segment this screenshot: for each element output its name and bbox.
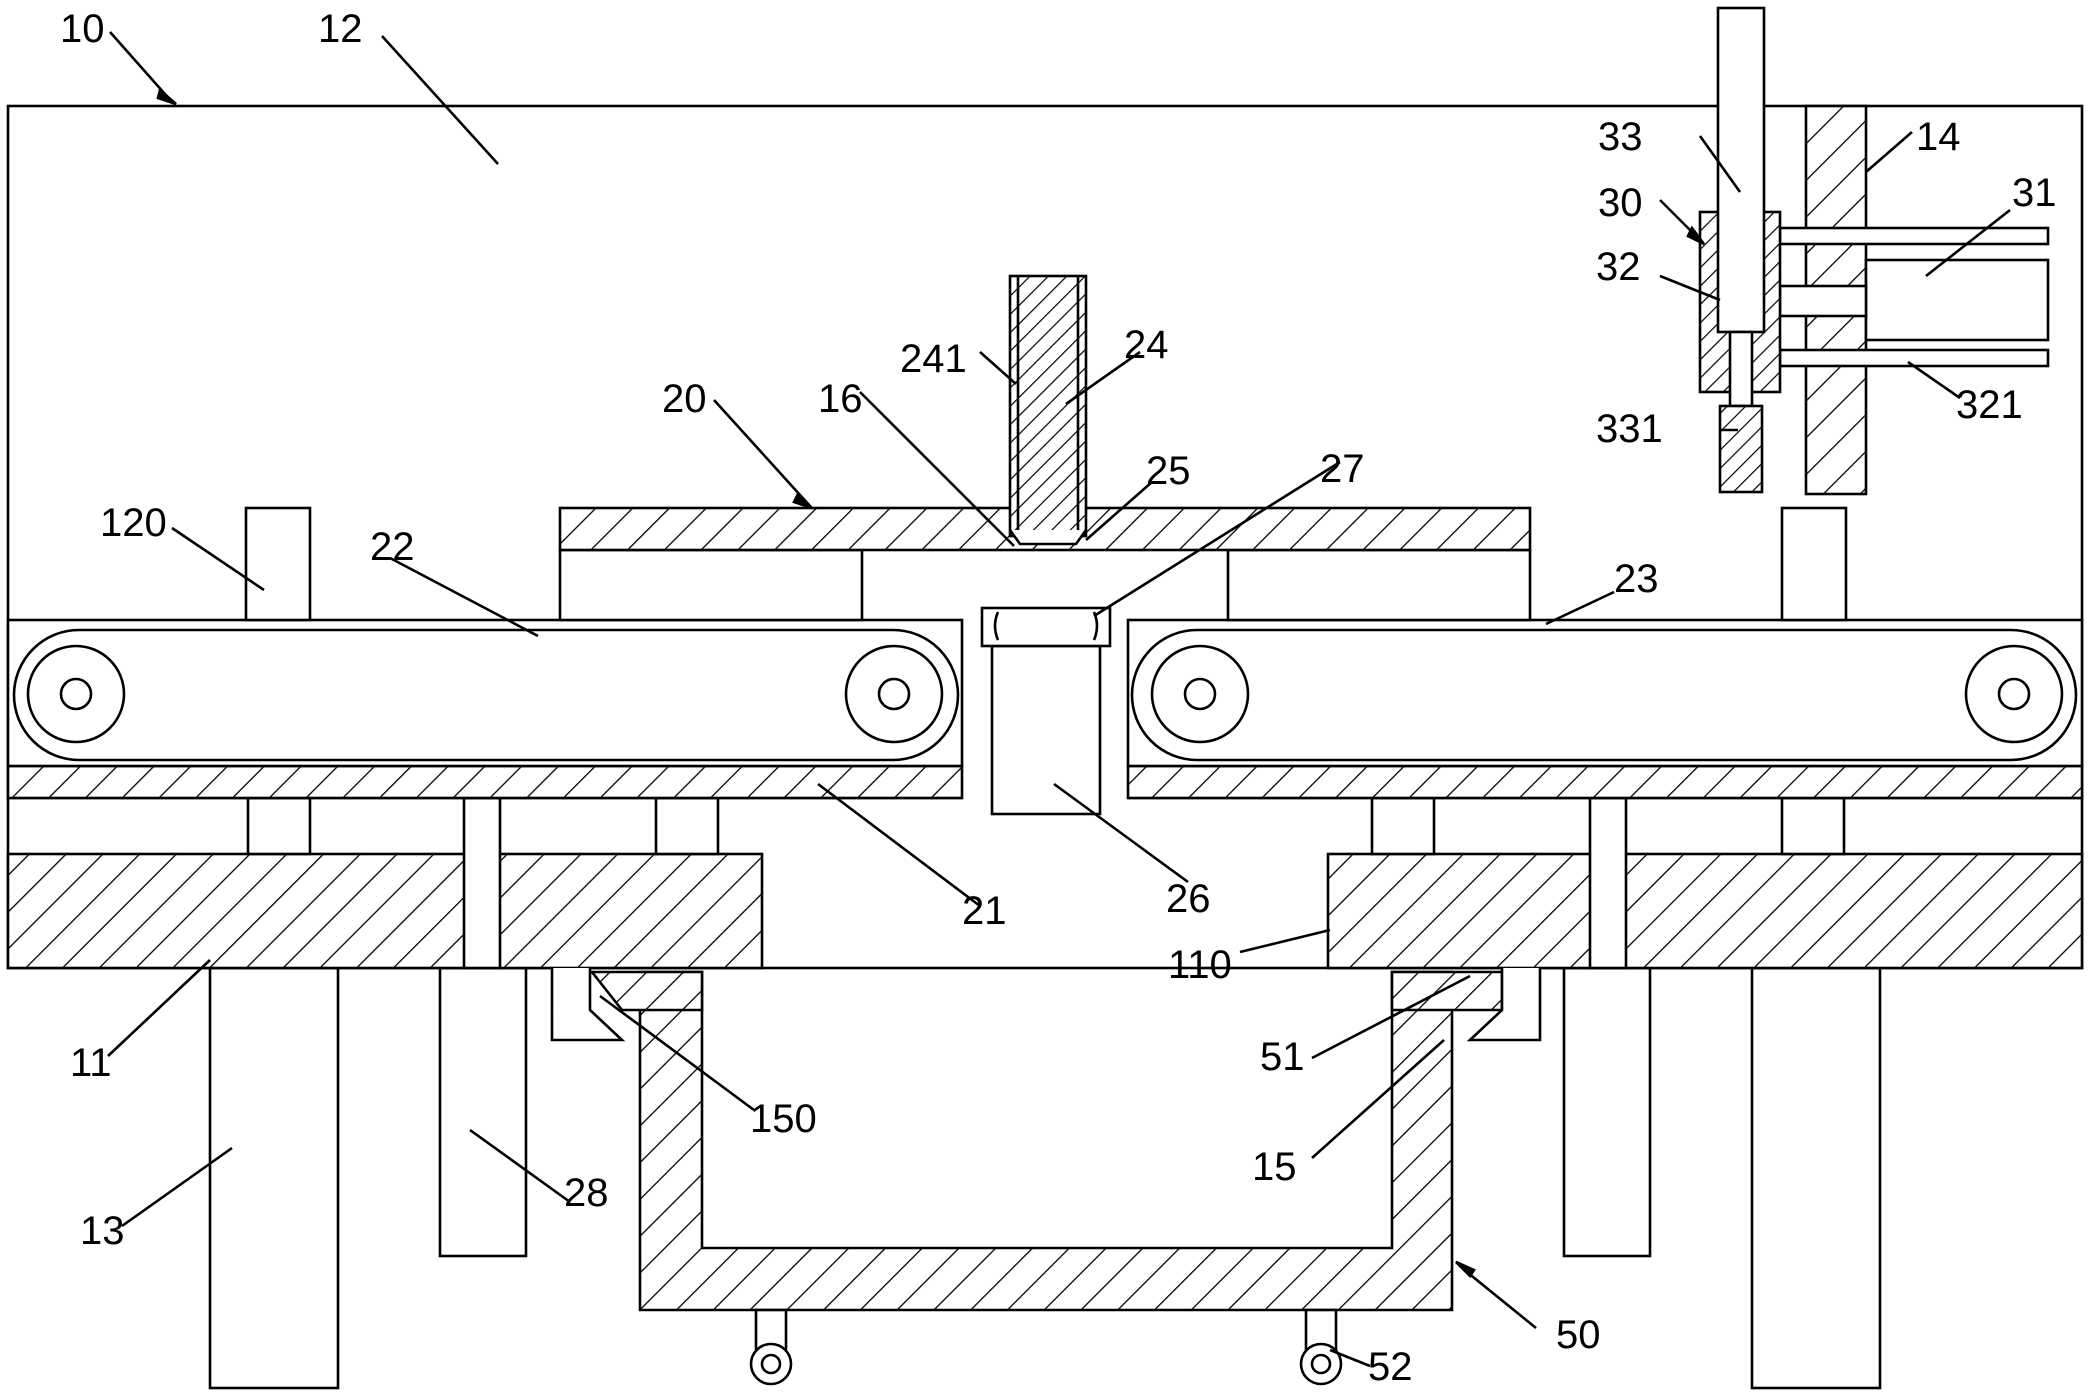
support-leg-13-left [210,968,338,1388]
wheel-52-left [751,1310,791,1384]
label-51: 51 [1260,1035,1305,1079]
sensor-120-left [246,508,310,620]
wheel-52-right [1301,1310,1341,1384]
label-120: 120 [100,501,167,545]
guide-rail-lower-321 [1780,350,2048,366]
conveyor-belt-right [1132,630,2076,760]
rod-28-left [464,798,500,968]
roller-left-outer [28,646,124,742]
workpiece-holder-16 [982,608,1110,646]
label-23: 23 [1614,557,1659,601]
support-leg-13-right [1752,968,1880,1388]
label-24: 24 [1124,323,1169,367]
post-right-2 [1782,798,1844,854]
label-27: 27 [1320,447,1365,491]
base-plate-11-left [8,854,762,968]
lift-cylinder-26 [992,646,1100,814]
roller-left-inner [846,646,942,742]
label-30: 30 [1598,181,1643,225]
guide-rail-upper [1780,228,2048,244]
connector-31-rod [1780,286,1866,316]
cylinder-28-left [440,968,526,1256]
label-11: 11 [70,1041,112,1085]
label-150: 150 [750,1097,817,1141]
label-321: 321 [1956,383,2023,427]
cylinder-28-right [1564,968,1650,1256]
cylinder-31 [1866,260,2048,340]
label-14: 14 [1916,115,1961,159]
tool-331 [1720,406,1762,492]
base-plate-110-right [1328,854,2082,968]
post-right-1 [1372,798,1434,854]
label-31: 31 [2012,171,2057,215]
label-50: 50 [1556,1313,1601,1357]
bracket-leg-right [1228,550,1530,620]
press-rod-24 [1010,276,1086,536]
bracket-leg-left [560,550,862,620]
roller-right-outer [1966,646,2062,742]
conveyor-belt-left [14,630,958,760]
label-25: 25 [1146,449,1191,493]
rod-tip-25 [1010,530,1086,544]
label-13: 13 [80,1209,125,1253]
sensor-120-right [1782,508,1846,620]
conveyor-plate-21-right [1128,766,2082,798]
label-52: 52 [1368,1345,1413,1389]
post-left-2 [656,798,718,854]
label-28: 28 [564,1171,609,1215]
rod-28-right [1590,798,1626,968]
bin-flange-left-150 [592,972,702,1010]
bin-flange-right-51 [1392,972,1502,1010]
label-12: 12 [318,7,363,51]
label-331: 331 [1596,407,1663,451]
label-21: 21 [962,889,1007,933]
shaft-33-lower [1730,332,1752,406]
conveyor-plate-21-left [8,766,962,798]
label-10: 10 [60,7,105,51]
label-22: 22 [370,525,415,569]
label-20: 20 [662,377,707,421]
label-15: 15 [1252,1145,1297,1189]
roller-right-inner [1152,646,1248,742]
label-33: 33 [1598,115,1643,159]
label-110: 110 [1168,943,1232,987]
label-16: 16 [818,377,863,421]
label-32: 32 [1596,245,1641,289]
label-26: 26 [1166,877,1211,921]
post-left-1 [248,798,310,854]
label-241: 241 [900,337,967,381]
